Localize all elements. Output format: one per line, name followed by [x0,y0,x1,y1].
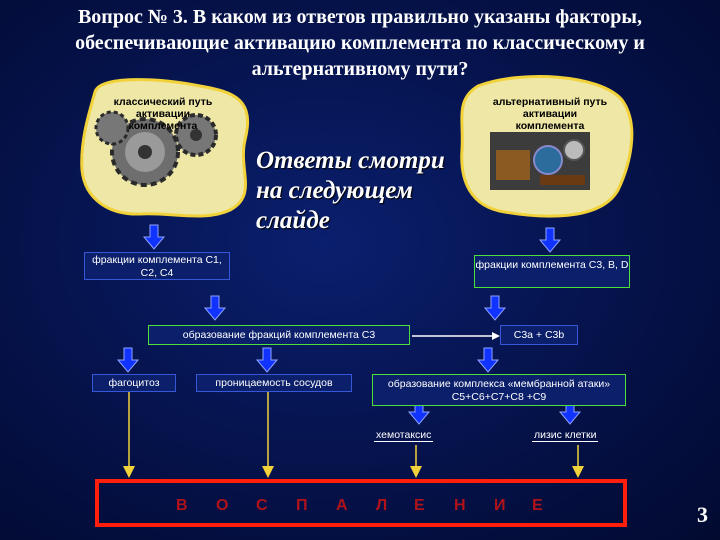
box-classical-fractions: фракции комплемента С1, С2, С4 [84,252,230,280]
slide-number: 3 [697,502,708,527]
answer-note: Ответы смотри на следующем слайде [256,147,445,234]
chemotaxis-label: хемотаксис [374,429,434,442]
alternative-pathway-label: альтернативный путь активации комплемент… [492,96,608,132]
inflammation-letter: И [494,497,506,514]
inflammation-letter: В [176,497,188,514]
arrow-down-3 [203,295,227,321]
inflammation-letter: О [216,497,229,514]
arrow-down-4 [483,295,507,321]
inflammation-letter: Е [532,497,543,514]
classical-pathway-label: классический путь активации комплемента [113,96,213,132]
question-title: Вопрос № 3. В каком из ответов правильно… [75,6,645,80]
box-permeability: проницаемость сосудов [196,374,352,392]
box-c3-split: С3а + С3b [500,325,578,345]
machinery-icon [490,132,590,190]
arrow-down-7 [476,347,500,373]
box-phagocytosis: фагоцитоз [92,374,176,392]
inflammation-letter: Л [376,497,388,514]
box-alternative-fractions: фракции комплемента С3, В, D [474,255,630,288]
inflammation-frame [95,479,627,527]
inflammation-letter: Н [454,497,466,514]
inflammation-letter: А [336,497,348,514]
inflammation-letter: П [296,497,308,514]
lysis-label: лизис клетки [532,429,599,442]
arrow-down-6 [255,347,279,373]
box-c3-formation: образование фракций комплемента С3 [148,325,410,345]
inflammation-letter: С [256,497,268,514]
arrow-down-2 [538,227,562,253]
arrow-down-5 [116,347,140,373]
arrow-down-1 [142,224,166,250]
inflammation-letter: Е [414,497,425,514]
box-membrane-attack: образование комплекса «мембранной атаки»… [372,374,626,406]
gears-icon [94,110,218,187]
